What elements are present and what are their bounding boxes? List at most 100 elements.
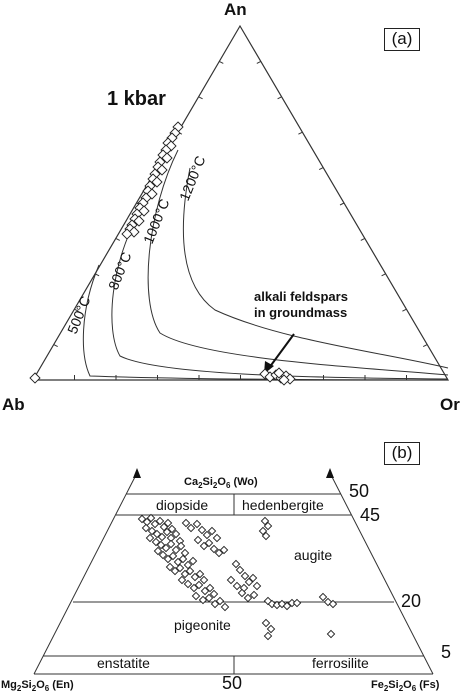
formula-part: O [403, 679, 412, 691]
apex-label-or: Or [440, 395, 460, 414]
formula-sub: 2 [383, 684, 389, 694]
pyroxene-point [328, 599, 338, 609]
pyroxene-point [232, 581, 242, 591]
pyroxene-point [193, 535, 203, 545]
plagioclase-point [151, 176, 163, 188]
formula-sub: 6 [225, 481, 231, 491]
pyroxene-point [263, 521, 273, 531]
formula-part: Ca [184, 476, 199, 488]
pyroxene-point [153, 546, 163, 556]
edge-tick [74, 308, 79, 312]
edge-tick [402, 308, 407, 312]
pyroxene-point [171, 529, 181, 539]
edge-tick [422, 344, 428, 348]
pyroxene-point [158, 550, 168, 560]
isotherm-curve-800 [111, 207, 449, 380]
pyroxene-right-edge [329, 472, 434, 675]
arrow-left-top [133, 468, 141, 478]
edge-tick [198, 96, 203, 100]
pyroxene-point [192, 519, 202, 529]
pyroxene-point [191, 591, 201, 601]
pyroxene-point [200, 586, 210, 596]
formula-part: O [217, 476, 226, 488]
annotation-text-line2: in groundmass [254, 305, 348, 320]
pyroxene-point [181, 518, 191, 528]
pyroxene-point [261, 618, 271, 628]
pyroxene-point [199, 541, 209, 551]
isotherm-curve-1200 [182, 167, 449, 369]
tick-label-5: 5 [441, 642, 452, 662]
formula-sub: 2 [16, 684, 22, 694]
pyroxene-point [145, 533, 155, 543]
pyroxene-point [190, 572, 200, 582]
pyroxene-point [165, 562, 175, 572]
pyroxene-point [177, 575, 187, 585]
pyroxene-point [146, 513, 156, 523]
formula-sub: 2 [212, 481, 218, 491]
pyroxene-point [219, 545, 229, 555]
pyroxene-quadrilateral-diagram [33, 468, 434, 675]
pyroxene-point [185, 566, 195, 576]
feldspar-ternary-diagram [29, 24, 450, 386]
pyroxene-point [159, 522, 169, 532]
pyroxene-point [183, 560, 193, 570]
albite-point [29, 372, 41, 384]
pressure-label: 1 kbar [107, 88, 166, 110]
field-label-hedenbergite: hedenbergite [242, 497, 324, 513]
tick-label-50-bottom: 50 [222, 673, 243, 693]
pyroxene-point [282, 601, 292, 611]
pyroxene-point [176, 541, 186, 551]
edge-tick [53, 344, 58, 348]
tick-label-45: 45 [360, 505, 381, 525]
field-label-pigeonite: pigeonite [174, 617, 231, 633]
tick-label-20: 20 [401, 591, 422, 611]
formula-part: O [36, 679, 45, 691]
pyroxene-point [240, 571, 250, 581]
formula-sub: 2 [198, 481, 203, 491]
pyroxene-point [204, 593, 214, 603]
edge-tick [318, 167, 324, 171]
pyroxene-point [258, 526, 268, 536]
formula-sub: 2 [31, 684, 37, 694]
edge-tick [115, 237, 121, 241]
edge-tick [256, 60, 262, 64]
field-label-diopside: diopside [156, 497, 209, 513]
pyroxene-point [202, 530, 212, 540]
pyroxene-point [178, 554, 188, 564]
pyroxene-point [212, 533, 222, 543]
pyroxene-point [263, 631, 273, 641]
pyroxene-point [207, 526, 217, 536]
formula-part: Fe [371, 679, 384, 691]
formula-part: Si [202, 476, 213, 488]
pyroxene-point [170, 566, 180, 576]
pyroxene-data-points [137, 513, 338, 641]
pyroxene-point [318, 592, 328, 602]
pyroxene-point [171, 545, 181, 555]
apex-label-ab: Ab [2, 395, 25, 414]
pyroxene-point [147, 526, 157, 536]
pyroxene-point [166, 539, 176, 549]
pyroxene-point [180, 569, 190, 579]
pyroxene-point [195, 569, 205, 579]
apex-label-fs: Fe2Si2O6 (Fs) [371, 679, 439, 693]
pyroxene-point [173, 557, 183, 567]
field-label-ferrosilite: ferrosilite [312, 655, 369, 671]
edge-tick [277, 96, 282, 100]
pyroxene-point [152, 529, 162, 539]
pyroxene-point [161, 543, 171, 553]
pyroxene-point [210, 599, 220, 609]
pyroxene-point [157, 532, 167, 542]
pyroxene-point [226, 575, 236, 585]
feldspar-triangle-frame [31, 24, 450, 381]
pyroxene-point [260, 516, 270, 526]
apex-label-wo: Ca2Si2O6 (Wo) [184, 476, 258, 490]
pyroxene-point [141, 523, 151, 533]
arrow-right-top [326, 468, 334, 478]
pyroxene-point [204, 538, 214, 548]
pyroxene-point [183, 579, 193, 589]
pyroxene-point [186, 523, 196, 533]
alkali-feldspar-point [278, 374, 290, 386]
annotation-arrow-shaft [268, 333, 295, 369]
pyroxene-point [163, 554, 173, 564]
